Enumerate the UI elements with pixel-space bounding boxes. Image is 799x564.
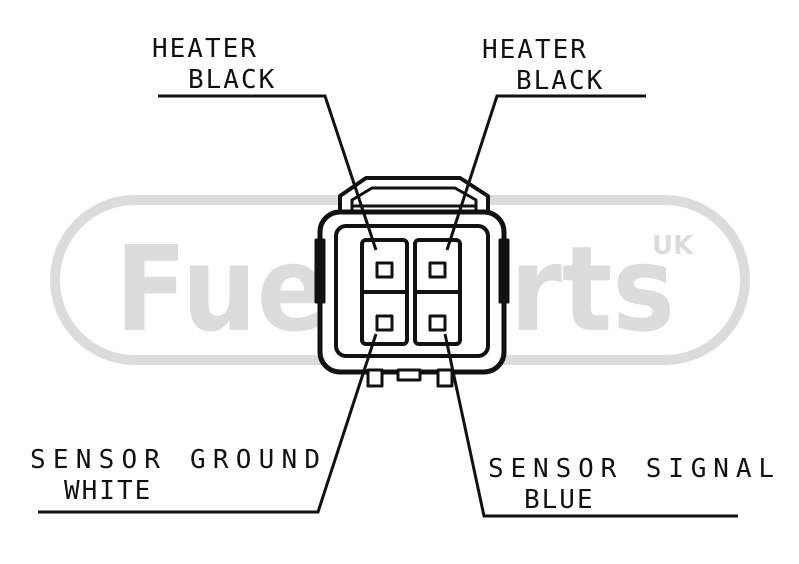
terminal-heater-left bbox=[375, 261, 394, 279]
connector-bottom-tab-left bbox=[366, 368, 384, 388]
leader-sensor-ground bbox=[38, 333, 378, 514]
connector-latch-inner bbox=[350, 186, 478, 214]
label-sensor-signal-line2: BLUE bbox=[524, 485, 595, 515]
terminal-heater-right bbox=[428, 261, 447, 279]
label-sensor-ground-line2: WHITE bbox=[64, 476, 152, 506]
leader-heater-left bbox=[158, 94, 378, 251]
connector-right-ear bbox=[498, 238, 510, 304]
leader-lines bbox=[38, 94, 738, 518]
connector-housing-outer bbox=[317, 209, 507, 375]
label-heater-left-line2: BLACK bbox=[188, 65, 276, 95]
connector-left-ear bbox=[314, 238, 326, 304]
label-heater-right-line1: HEATER bbox=[482, 35, 588, 65]
watermark-region-text: UK bbox=[652, 231, 694, 261]
connector-housing-inner bbox=[334, 224, 490, 358]
label-sensor-ground-line1: SENSOR GROUND bbox=[30, 445, 322, 475]
label-heater-left-line1: HEATER bbox=[152, 34, 258, 64]
label-sensor-signal-line1: SENSOR SIGNAL bbox=[488, 454, 776, 484]
connector-bottom-tab-center bbox=[396, 368, 422, 382]
pin-labels: HEATER BLACK HEATER BLACK SENSOR GROUND … bbox=[30, 34, 776, 515]
connector-bottom-tab-right bbox=[436, 368, 454, 388]
leader-sensor-signal bbox=[443, 333, 738, 518]
connector bbox=[314, 176, 510, 388]
label-heater-right-line2: BLACK bbox=[516, 66, 604, 96]
terminal-sensor-signal bbox=[428, 314, 447, 332]
leader-heater-right bbox=[445, 94, 646, 251]
terminal-sensor-ground bbox=[375, 314, 394, 332]
